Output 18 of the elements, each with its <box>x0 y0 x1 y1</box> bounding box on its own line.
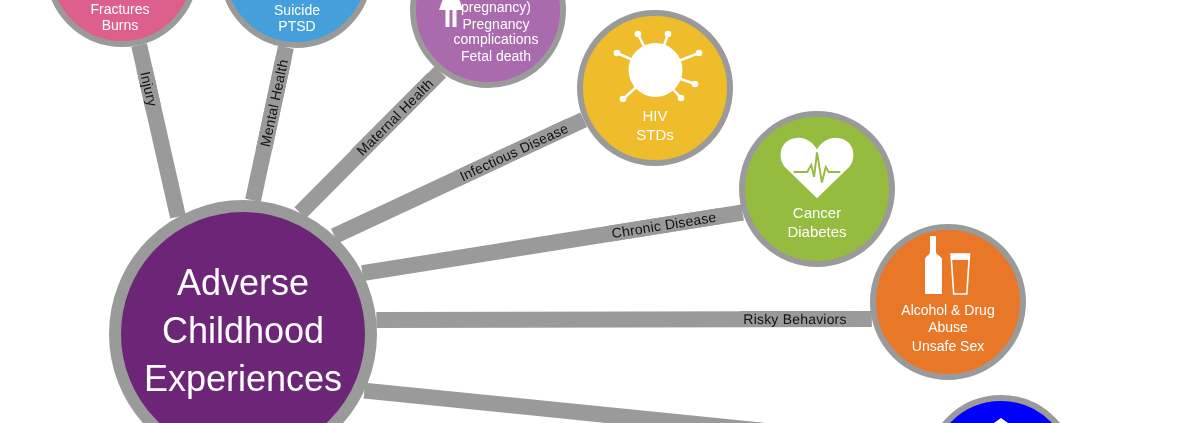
node-label: pregnancy) <box>460 0 531 16</box>
node-label: Fetal death <box>460 48 532 64</box>
node-label: Cancer <box>792 203 842 222</box>
node-label: STDs <box>636 124 674 144</box>
hub-title: Adverse Childhood Experiences <box>142 261 344 401</box>
node-label: Burns <box>101 17 139 33</box>
node-label: Diabetes <box>787 222 847 241</box>
node-label: Suicide <box>274 2 320 18</box>
edge-label: Chronic Disease <box>607 208 721 242</box>
node-label: Unsafe Sex <box>911 338 985 355</box>
edge-label: Mental Health <box>256 55 292 152</box>
node-label: PTSD <box>278 18 316 34</box>
node-label: Alcohol & Drug Abuse <box>900 302 996 335</box>
node-label: Fractures <box>90 1 150 17</box>
edge-label: Risky Behaviors <box>740 310 850 328</box>
edge-label: Injury <box>136 66 162 111</box>
node-label: Pregnancy complications <box>452 16 540 48</box>
node-label: HIV <box>642 105 668 125</box>
